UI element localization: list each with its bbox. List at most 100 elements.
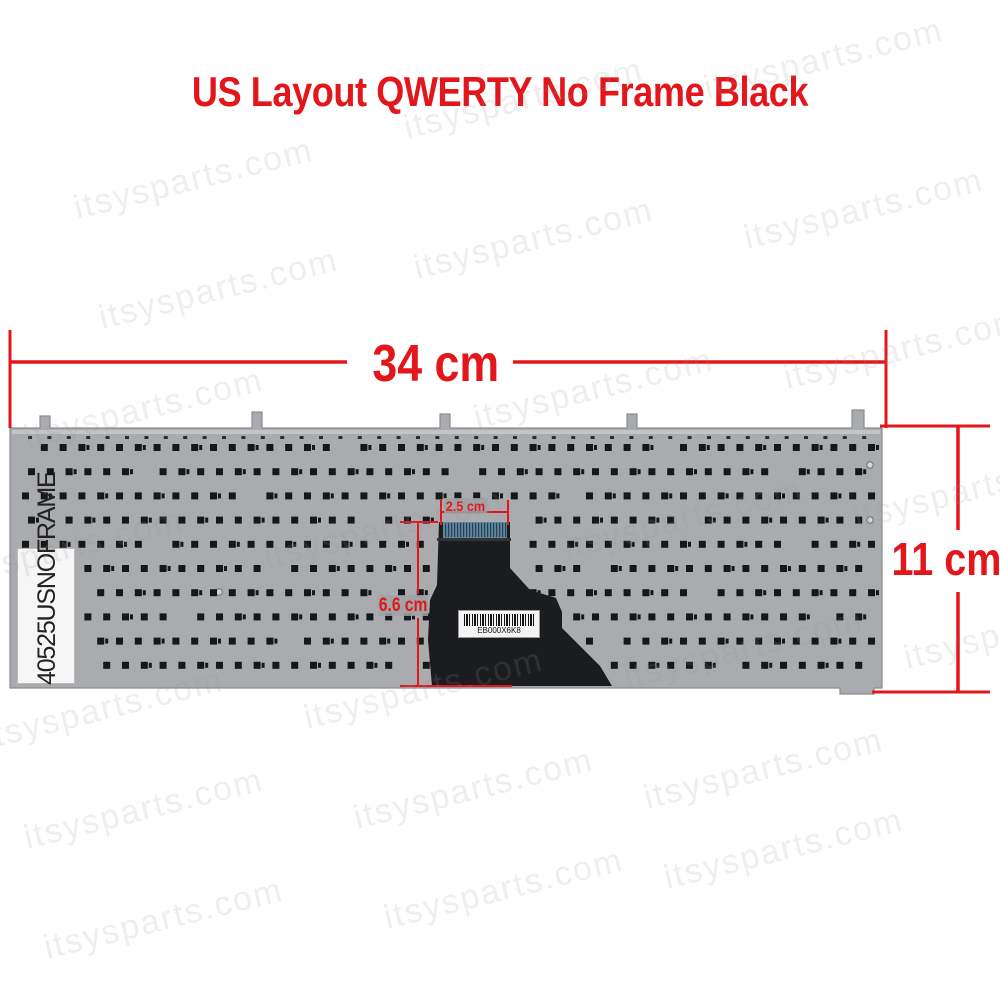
key-cutout [134, 637, 142, 645]
key-cutout [253, 516, 261, 524]
key-cutout [116, 540, 123, 548]
key-cutout [774, 540, 781, 548]
key-cutout-tab [637, 469, 641, 475]
key-cutout-tab [92, 517, 96, 523]
key-cutout [285, 589, 293, 597]
key-cutout [310, 516, 317, 524]
key-cutout [830, 492, 838, 500]
key-cutout [855, 468, 863, 476]
key-cutout-tab [142, 445, 146, 450]
key-cutout [341, 492, 349, 500]
key-cutout [623, 589, 631, 597]
key-cutout [191, 637, 199, 645]
key-cutout-tab [650, 445, 654, 450]
key-cutout [310, 468, 317, 476]
key-clip [629, 436, 634, 439]
key-cutout-tab [562, 566, 566, 571]
key-cutout [422, 565, 430, 572]
key-cutout-tab [612, 493, 616, 499]
key-cutout [868, 540, 875, 548]
key-cutout-tab [236, 541, 240, 547]
key-cutout [736, 637, 744, 645]
key-cutout-tab [782, 493, 785, 499]
key-cutout [347, 468, 355, 476]
key-cutout [398, 589, 405, 597]
key-cutout [404, 468, 411, 476]
key-cutout-tab [863, 469, 867, 475]
key-cutout [385, 565, 393, 572]
cable-contact-line [481, 523, 483, 537]
key-clip [493, 436, 498, 439]
key-cutout [849, 540, 857, 548]
key-cutout-tab [111, 566, 115, 571]
key-cutout-tab [631, 541, 635, 547]
key-cutout [780, 661, 787, 669]
key-cutout-tab [594, 590, 597, 596]
key-cutout [661, 589, 669, 597]
key-cutout-tab [769, 517, 773, 523]
key-cutout [742, 516, 750, 524]
key-clip [183, 436, 188, 439]
key-cutout-tab [261, 517, 265, 523]
key-cutout-tab [725, 493, 729, 499]
key-cutout-tab [355, 469, 359, 475]
key-cutout [78, 444, 86, 451]
key-cutout-tab [750, 469, 754, 475]
key-cutout-tab [819, 590, 823, 596]
key-cutout [178, 468, 186, 476]
key-cutout-tab [430, 517, 434, 523]
key-cutout [629, 565, 637, 572]
key-cutout [792, 589, 800, 597]
key-cutout [742, 468, 750, 476]
key-cutout-tab [36, 517, 39, 523]
cable-contact-line [463, 523, 465, 537]
key-cutout [798, 468, 806, 476]
key-cutout [492, 492, 499, 500]
key-cutout [385, 468, 393, 476]
key-cutout [755, 589, 763, 597]
key-clip [707, 436, 711, 439]
key-cutout-tab [688, 541, 691, 547]
key-cutout-tab [374, 662, 378, 668]
key-cutout [191, 492, 199, 500]
key-cutout [253, 468, 261, 476]
key-cutout [341, 637, 349, 645]
key-cutout [366, 661, 374, 669]
key-cutout [849, 492, 857, 500]
key-cutout-tab [424, 445, 428, 450]
cable-contact-line [499, 523, 501, 537]
key-cutout-tab [581, 614, 585, 620]
key-cutout [629, 661, 637, 669]
key-cutout [830, 589, 838, 597]
key-cutout [416, 589, 424, 597]
key-cutout [322, 540, 330, 548]
key-cutout [78, 540, 86, 548]
key-cutout [755, 444, 763, 451]
key-cutout [347, 661, 355, 669]
key-cutout [22, 540, 29, 548]
key-cutout [817, 468, 825, 476]
screw-icon [866, 516, 874, 524]
key-cutout [717, 637, 725, 645]
key-cutout-tab [355, 614, 359, 620]
key-cutout-tab [161, 638, 165, 644]
key-cutout [736, 540, 744, 548]
cable-contact-line [469, 523, 471, 537]
key-cutout [40, 444, 48, 451]
key-cutout [140, 661, 148, 669]
key-cutout [291, 661, 299, 669]
key-cutout [228, 444, 236, 451]
key-cutout [197, 516, 205, 524]
key-cutout [855, 516, 863, 524]
key-cutout [648, 468, 656, 476]
key-cutout [304, 492, 311, 500]
key-cutout [742, 565, 750, 572]
key-cutout [704, 661, 712, 669]
key-cutout [366, 565, 374, 572]
key-cutout-tab [205, 662, 209, 668]
key-cutout [266, 444, 274, 451]
key-cutout-tab [218, 638, 221, 644]
key-cutout [680, 540, 687, 548]
key-cutout-tab [876, 445, 879, 450]
key-cutout [422, 516, 430, 524]
